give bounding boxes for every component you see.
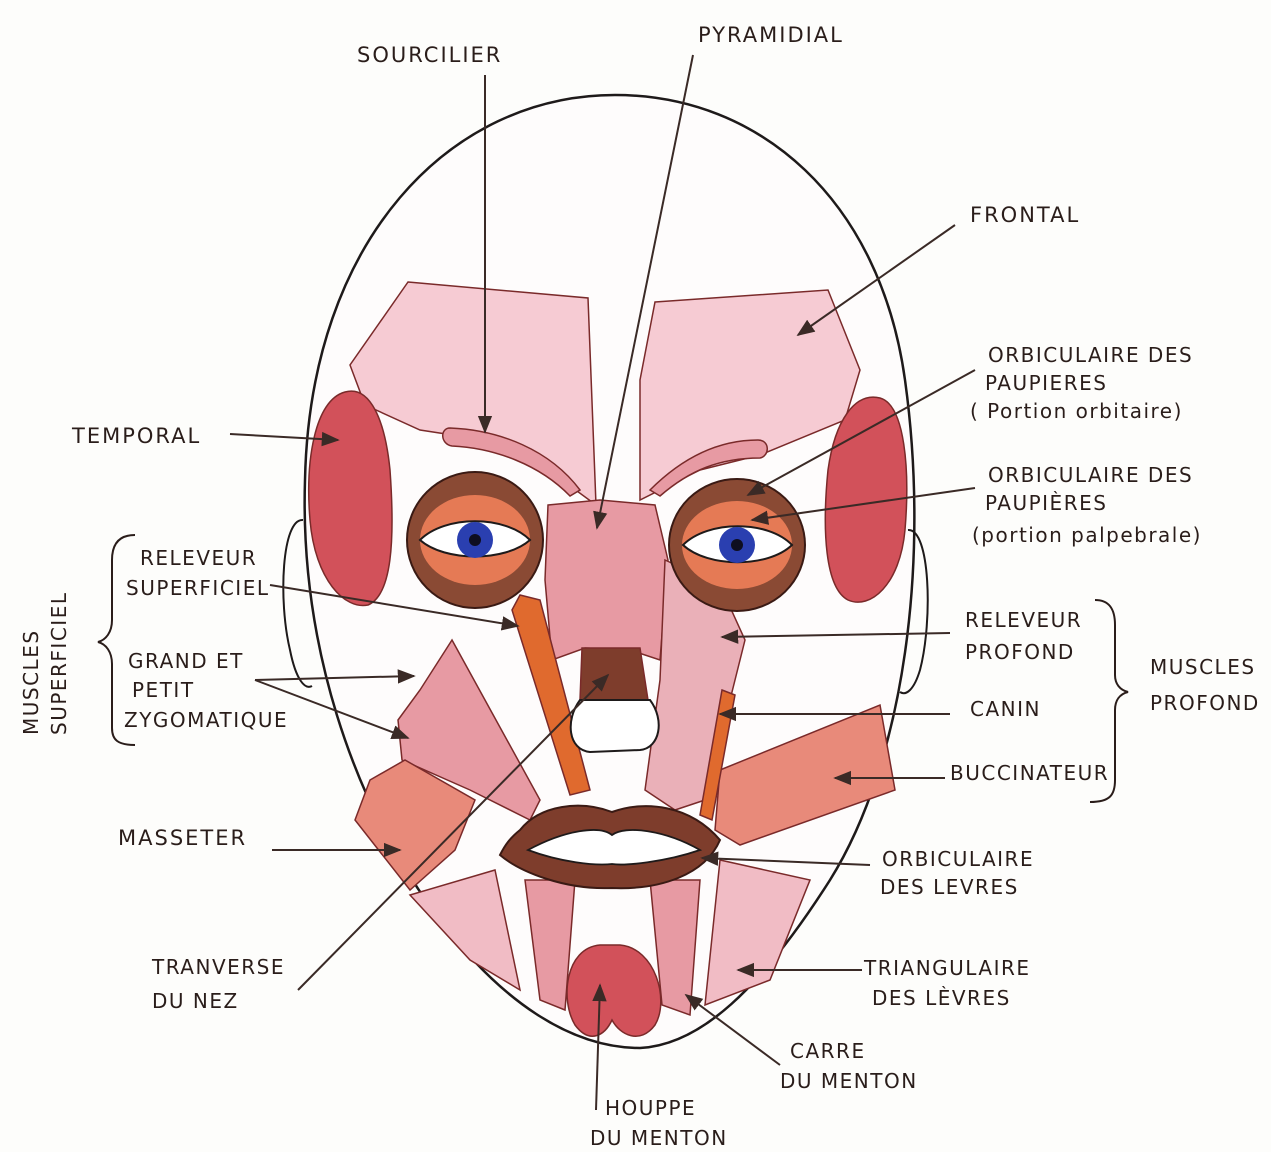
label-masseter: MASSETER <box>118 826 247 850</box>
label-muscles-profond-1: MUSCLES <box>1150 655 1256 679</box>
label-orb-orbitaire-3: ( Portion orbitaire) <box>970 399 1183 423</box>
label-pyramidial: PYRAMIDIAL <box>698 23 844 47</box>
label-transverse-2: DU NEZ <box>152 989 239 1013</box>
label-sourcilier: SOURCILIER <box>357 43 502 67</box>
nose-pyramidal-muscle <box>545 500 668 660</box>
label-orb-orbitaire-1: ORBICULAIRE DES <box>988 343 1193 367</box>
label-muscles-profond-2: PROFOND <box>1150 691 1260 715</box>
label-zygomatique-1: GRAND ET <box>128 649 244 673</box>
label-frontal: FRONTAL <box>970 203 1080 227</box>
label-orb-levres-1: ORBICULAIRE <box>882 847 1034 871</box>
label-zygomatique-2: PETIT <box>132 678 195 702</box>
label-orb-palpebrale-3: (portion palpebrale) <box>972 523 1202 547</box>
label-releveur-superficiel-2: SUPERFICIEL <box>126 576 269 600</box>
label-orb-palpebrale-2: PAUPIÈRES <box>985 491 1107 515</box>
label-houppe-1: HOUPPE <box>605 1096 696 1120</box>
label-transverse-1: TRANVERSE <box>151 955 285 979</box>
arrow-carre <box>686 995 780 1065</box>
label-temporal: TEMPORAL <box>71 424 201 448</box>
label-zygomatique-3: ZYGOMATIQUE <box>124 708 288 732</box>
label-carre-1: CARRE <box>790 1039 866 1063</box>
label-buccinateur: BUCCINATEUR <box>950 761 1109 785</box>
label-carre-2: DU MENTON <box>780 1069 918 1093</box>
nostrils <box>571 700 659 752</box>
label-muscles-superficiel-1: MUSCLES <box>19 629 43 735</box>
label-orb-orbitaire-2: PAUPIERES <box>985 371 1107 395</box>
label-orb-palpebrale-1: ORBICULAIRE DES <box>988 463 1193 487</box>
label-releveur-profond-1: RELEVEUR <box>965 608 1082 632</box>
label-muscles-superficiel-2: SUPERFICIEL <box>47 592 71 735</box>
label-triangulaire-1: TRIANGULAIRE <box>863 956 1031 980</box>
label-releveur-superficiel-1: RELEVEUR <box>140 546 257 570</box>
pupil-left <box>469 534 481 546</box>
label-orb-levres-2: DES LEVRES <box>880 875 1019 899</box>
label-releveur-profond-2: PROFOND <box>965 640 1075 664</box>
pupil-right <box>731 539 743 551</box>
label-triangulaire-2: DES LÈVRES <box>872 986 1011 1010</box>
label-houppe-2: DU MENTON <box>590 1126 728 1150</box>
label-canin: CANIN <box>970 697 1041 721</box>
